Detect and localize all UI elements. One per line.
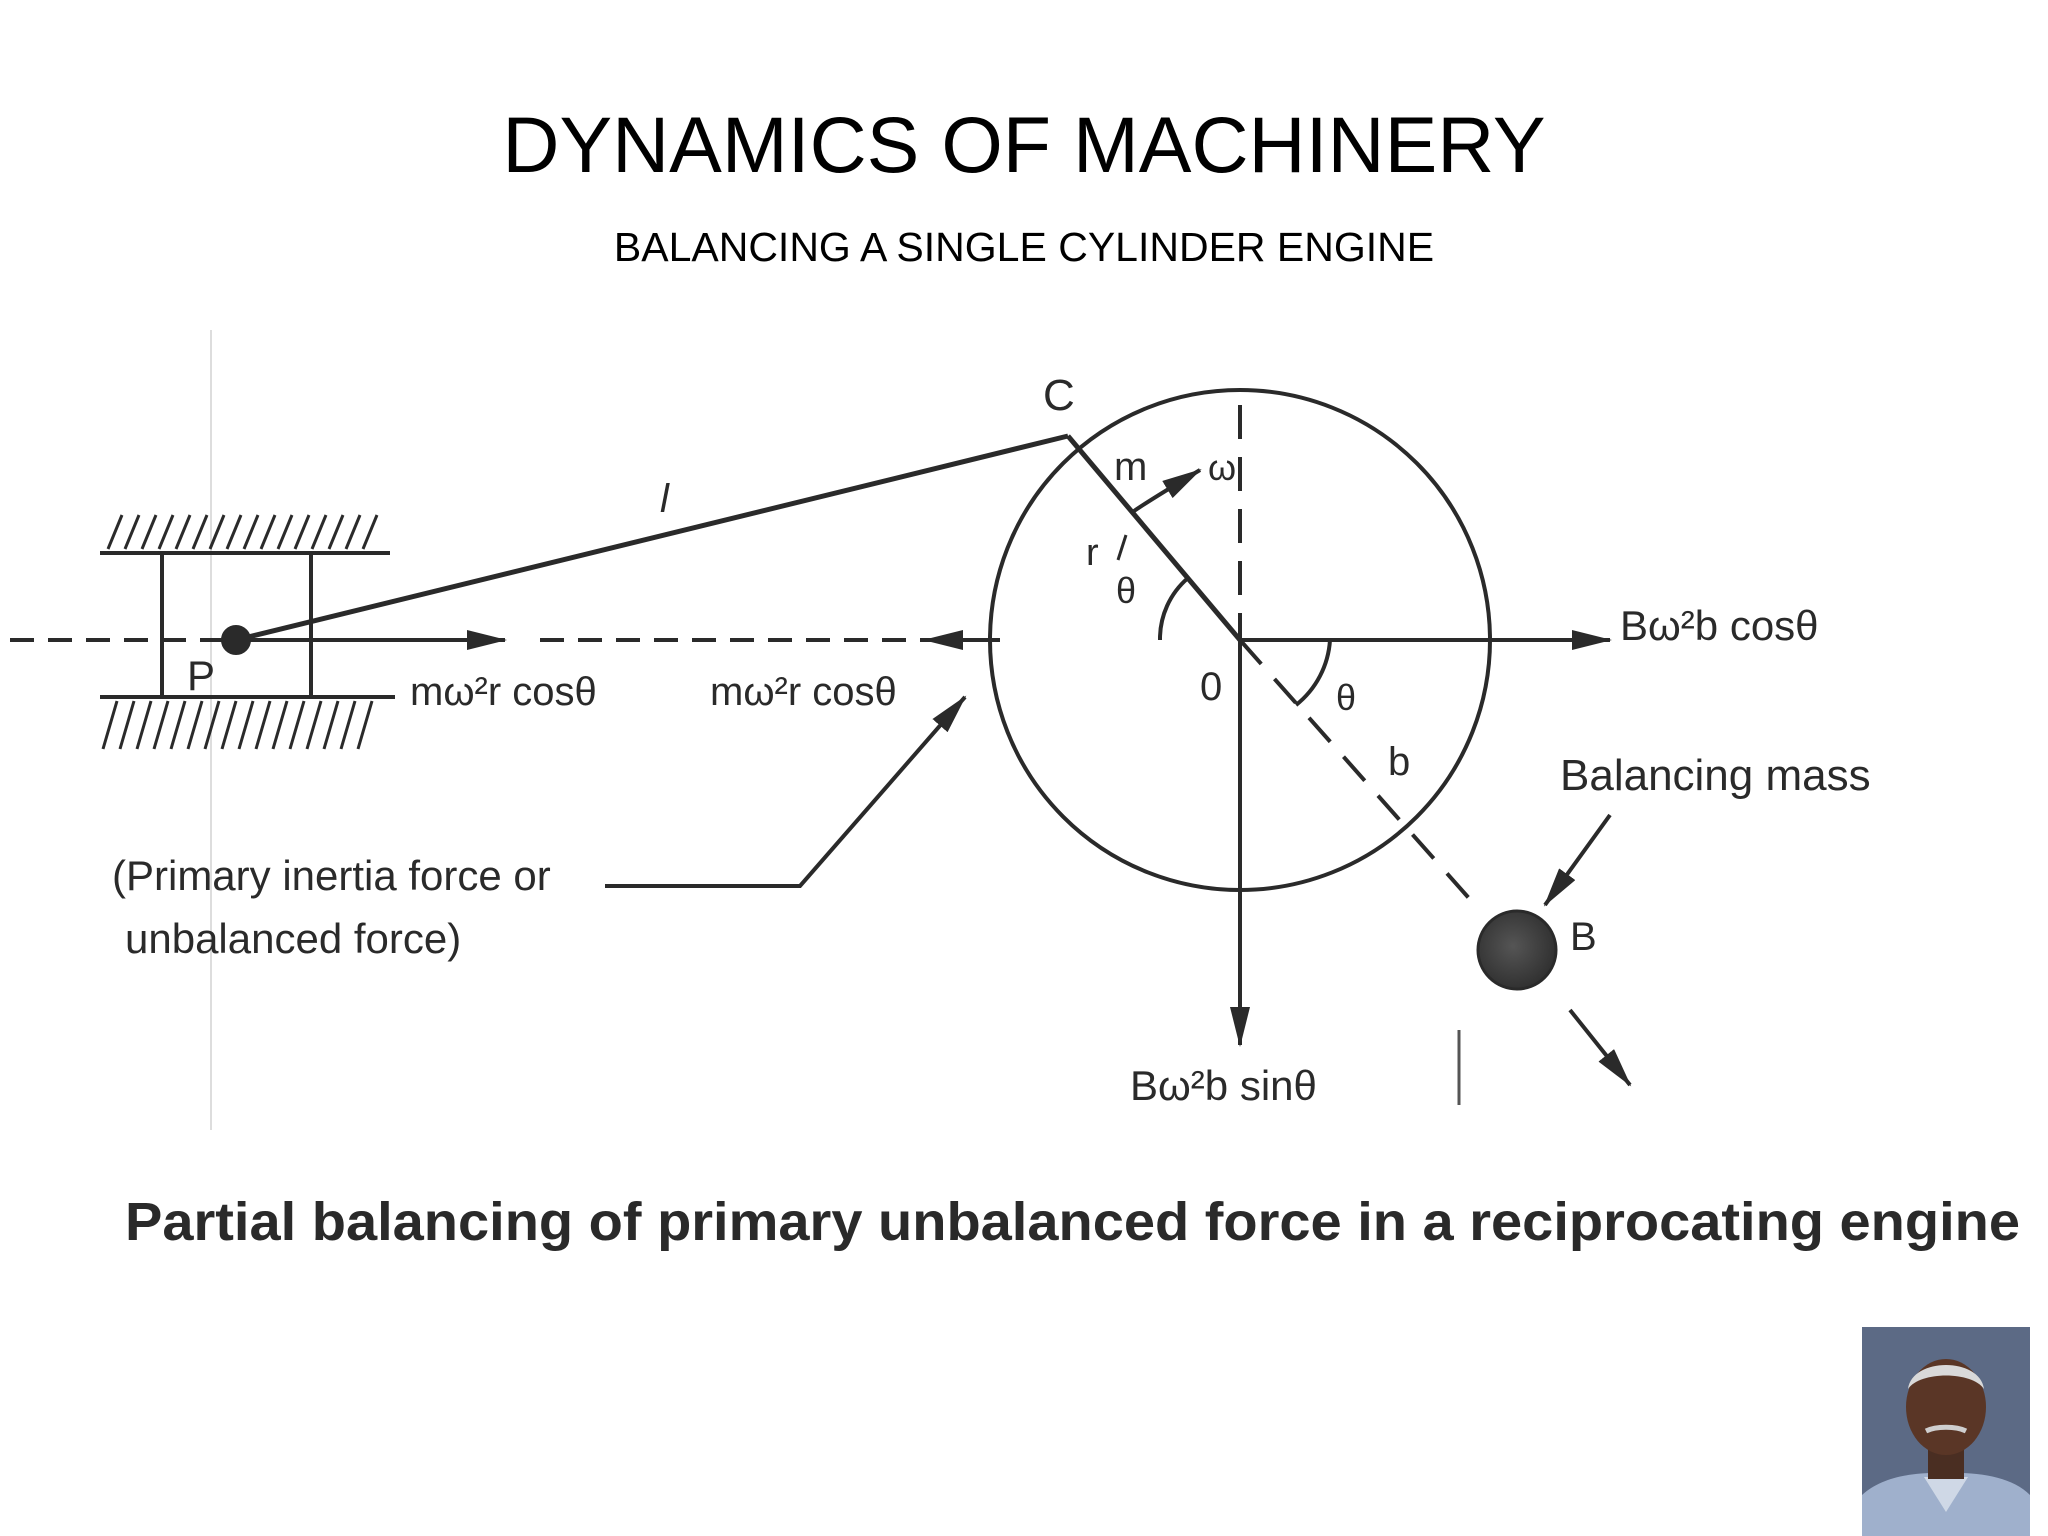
balancing-mass-pointer <box>1543 813 1612 907</box>
omega-label: ω <box>1208 447 1236 488</box>
slide-subtitle: BALANCING A SINGLE CYLINDER ENGINE <box>613 224 1435 270</box>
figure-caption: Partial balancing of primary unbalanced … <box>125 1192 2020 1252</box>
point-c-label: C <box>1043 371 1075 420</box>
angle-arc-crank <box>1157 576 1190 641</box>
piston-pin <box>221 625 251 655</box>
piston-force-label: mω²r cosθ <box>410 670 597 714</box>
horizontal-force-label: Bω²b cosθ <box>1620 602 1819 649</box>
theta-crank-label: θ <box>1116 570 1136 611</box>
vertical-force-label: Bω²b sinθ <box>1130 1062 1317 1109</box>
centrifugal-arrow <box>1568 1008 1632 1087</box>
mass-m-label: m <box>1114 445 1147 489</box>
slide-title: DYNAMICS OF MACHINERY <box>502 100 1546 189</box>
radius-r-label: r <box>1086 532 1099 574</box>
piston <box>160 553 313 697</box>
angle-arc-balance <box>1294 639 1332 707</box>
cylinder-guide <box>100 514 395 750</box>
callout-leader <box>605 695 967 888</box>
point-o-label: 0 <box>1200 665 1222 709</box>
rod-length-label: l <box>660 477 670 521</box>
callout-line-2: unbalanced force) <box>125 915 461 962</box>
theta-balance-label: θ <box>1336 677 1356 718</box>
crank <box>1066 434 1242 642</box>
balance-line <box>1238 638 1477 907</box>
omega-arrow <box>1132 468 1202 513</box>
distance-b-label: b <box>1388 740 1410 784</box>
mass-b-label: B <box>1570 915 1597 959</box>
balancing-mass <box>1476 909 1558 991</box>
point-p-label: P <box>187 652 215 699</box>
presenter-photo <box>1862 1327 2030 1536</box>
radius-tick <box>1116 534 1128 561</box>
connecting-rod <box>235 433 1069 643</box>
balancing-mass-label: Balancing mass <box>1560 751 1871 800</box>
callout-line-1: (Primary inertia force or <box>112 852 551 899</box>
reaction-force-label: mω²r cosθ <box>710 670 897 714</box>
